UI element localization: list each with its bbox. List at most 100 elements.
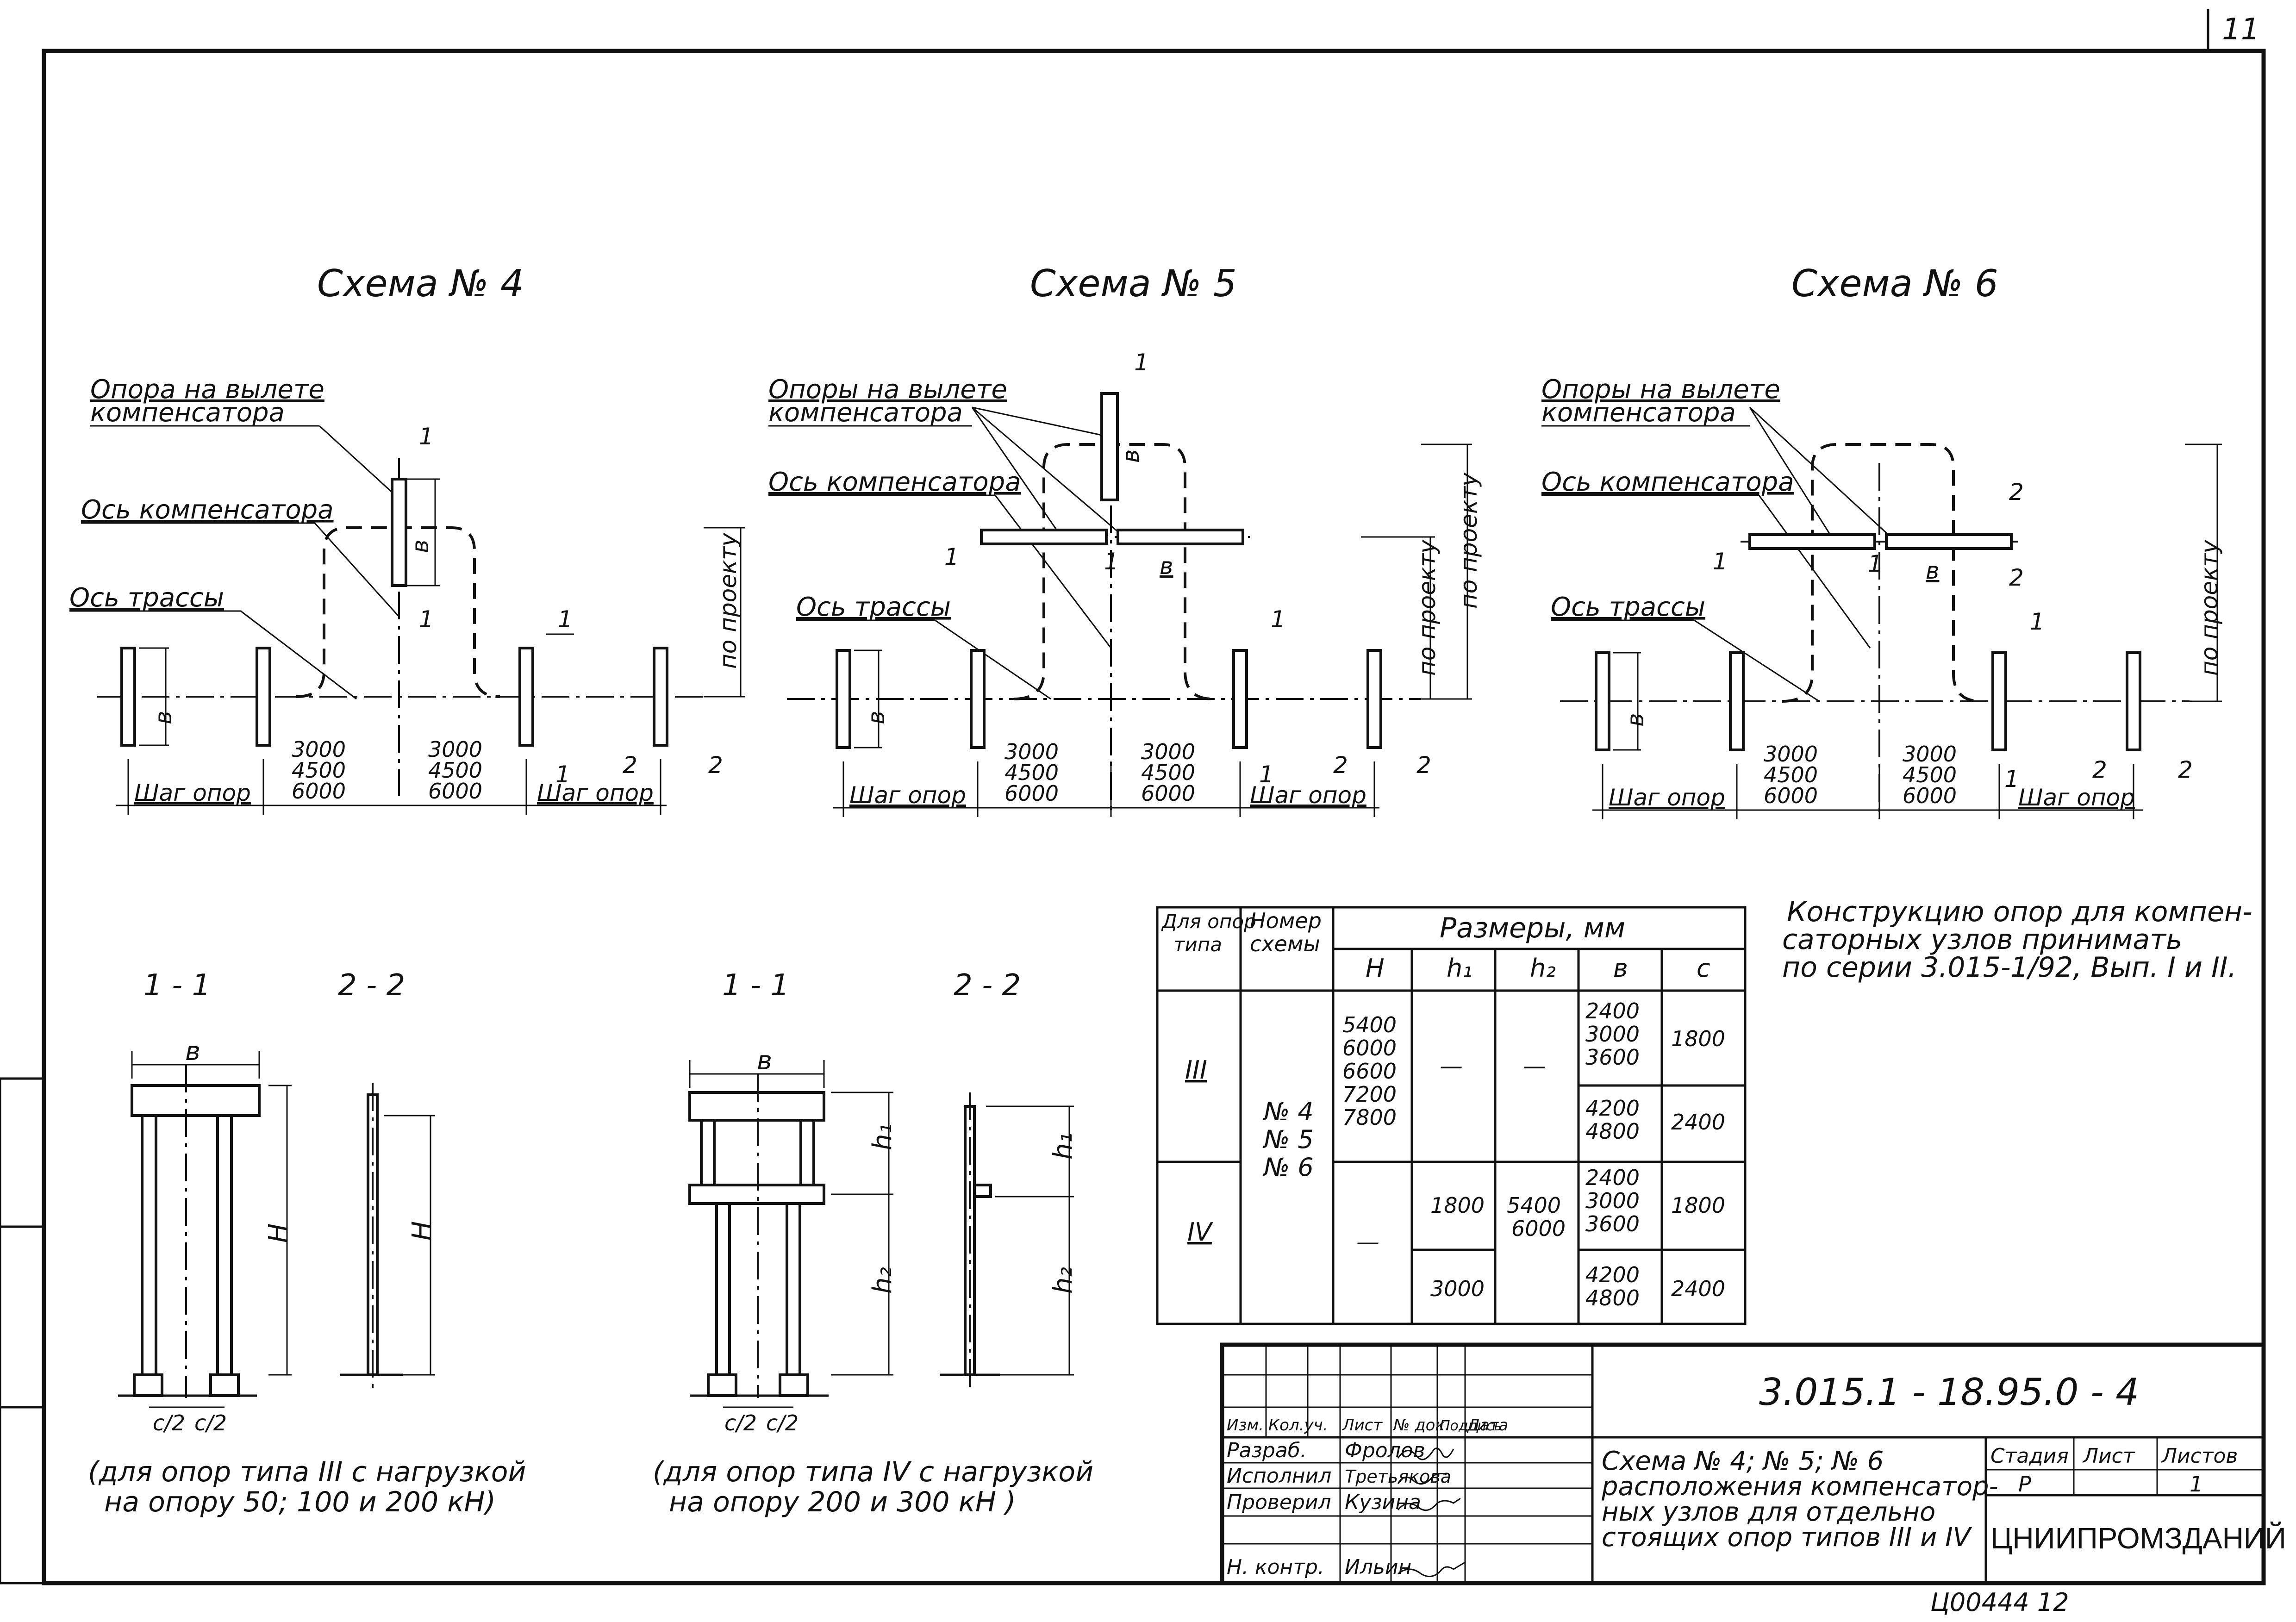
svg-text:3000: 3000	[1141, 739, 1195, 764]
scheme-4-step-right: Шаг опор	[537, 780, 654, 806]
footer-stamp: Ц00444 12	[1930, 1588, 2069, 1617]
svg-text:—: —	[1523, 1053, 1546, 1079]
svg-text:6000: 6000	[428, 779, 482, 804]
svg-text:6000: 6000	[1141, 781, 1195, 806]
svg-text:Размеры, мм: Размеры, мм	[1440, 912, 1625, 944]
svg-text:Конструкцию опор для компен-: Конструкцию опор для компен-	[1787, 896, 2252, 928]
svg-text:1: 1	[1713, 548, 1728, 575]
svg-text:6000: 6000	[1511, 1216, 1566, 1241]
svg-text:№ 6: № 6	[1262, 1153, 1314, 1182]
scheme-4-b-label: в	[407, 540, 434, 553]
svg-text:в: в	[1613, 954, 1628, 983]
svg-text:2 - 2: 2 - 2	[338, 968, 405, 1003]
svg-text:Шаг опор: Шаг опор	[849, 782, 966, 809]
svg-text:Номер: Номер	[1250, 908, 1322, 933]
svg-text:h₁: h₁	[1447, 954, 1472, 983]
svg-text:2: 2	[708, 752, 723, 779]
svg-text:3000: 3000	[1585, 1022, 1640, 1047]
svg-text:Исполнил: Исполнил	[1227, 1464, 1331, 1488]
svg-text:Для опор: Для опор	[1161, 910, 1256, 933]
svg-text:Н: Н	[1366, 954, 1385, 983]
svg-text:Третьякова: Третьякова	[1345, 1466, 1451, 1487]
svg-text:Схема № 4; № 5; № 6: Схема № 4; № 5; № 6	[1602, 1446, 1884, 1476]
svg-text:1: 1	[558, 606, 573, 633]
svg-text:Кузина: Кузина	[1345, 1491, 1421, 1514]
scheme-6-support-label: Опоры на вылете	[1541, 374, 1780, 405]
svg-text:6000: 6000	[1764, 783, 1818, 808]
svg-text:5400: 5400	[1507, 1193, 1561, 1218]
svg-text:1800: 1800	[1671, 1026, 1725, 1051]
svg-text:1: 1	[419, 606, 434, 633]
svg-text:5400: 5400	[1342, 1012, 1397, 1037]
svg-text:Стадия: Стадия	[1990, 1444, 2069, 1468]
svg-text:Лист: Лист	[2082, 1444, 2135, 1468]
svg-text:1 - 1: 1 - 1	[722, 968, 789, 1003]
scheme-6-route-axis-label: Ось трассы	[1551, 592, 1705, 622]
scheme-5-support-label: Опоры на вылете	[768, 374, 1007, 405]
svg-text:1: 1	[1134, 349, 1149, 376]
sections-type-4: 1 - 1 2 - 2 в h₁ h₂ c/2 c/2 h₁ h₂	[653, 968, 1093, 1518]
scheme-4-support-label-2: компенсатора	[90, 398, 285, 428]
svg-text:по проекту: по проекту	[2196, 539, 2223, 676]
svg-text:в: в	[1160, 553, 1173, 580]
svg-text:Лист: Лист	[1341, 1416, 1383, 1435]
svg-text:4800: 4800	[1585, 1285, 1640, 1310]
scheme-5-route-axis-label: Ось трассы	[796, 592, 951, 622]
svg-text:1: 1	[1868, 550, 1883, 577]
svg-text:№ 4: № 4	[1262, 1097, 1314, 1126]
scheme-6-title: Схема № 6	[1791, 262, 1998, 305]
svg-text:1: 1	[1271, 606, 1285, 633]
svg-text:2400: 2400	[1585, 1165, 1640, 1190]
svg-text:4500: 4500	[428, 758, 482, 783]
svg-text:—: —	[1356, 1229, 1379, 1255]
section-4-note-line1: (для опор типа IV с нагрузкой	[653, 1456, 1093, 1488]
svg-text:в: в	[757, 1046, 772, 1076]
svg-text:типа: типа	[1173, 933, 1222, 956]
scheme-6: Схема № 6 Опоры на вылете компенсатора О…	[1541, 262, 2223, 819]
svg-text:3000: 3000	[1430, 1276, 1485, 1301]
svg-text:Н. контр.: Н. контр.	[1227, 1555, 1324, 1579]
svg-text:1: 1	[2030, 608, 2045, 635]
svg-text:6000: 6000	[292, 779, 346, 804]
scheme-4-step-left: Шаг опор	[134, 780, 251, 806]
svg-text:4200: 4200	[1585, 1096, 1640, 1121]
svg-text:2 - 2: 2 - 2	[954, 968, 1021, 1003]
svg-text:Шаг опор: Шаг опор	[2018, 784, 2135, 811]
svg-text:1800: 1800	[1671, 1193, 1725, 1218]
svg-text:h₂: h₂	[867, 1267, 898, 1294]
svg-text:IV: IV	[1187, 1217, 1214, 1247]
svg-text:1: 1	[2190, 1472, 2203, 1497]
svg-text:Листов: Листов	[2161, 1444, 2238, 1468]
svg-text:1: 1	[2004, 766, 2019, 792]
svg-text:h₂: h₂	[1530, 954, 1556, 983]
svg-text:2: 2	[1416, 752, 1431, 779]
svg-text:2: 2	[2178, 756, 2193, 783]
construction-note: Конструкцию опор для компен- саторных уз…	[1782, 896, 2252, 984]
scheme-4-route-axis-label: Ось трассы	[69, 583, 224, 613]
svg-text:3600: 3600	[1585, 1045, 1640, 1070]
scheme-5-title: Схема № 5	[1030, 262, 1237, 305]
sections-type-3: 1 - 1 2 - 2 в Н c/2 c/2 Н (для опор типа…	[88, 968, 526, 1518]
svg-text:4200: 4200	[1585, 1262, 1640, 1287]
scheme-4-title: Схема № 4	[317, 262, 524, 305]
svg-text:Разраб.: Разраб.	[1227, 1439, 1307, 1462]
svg-text:расположения компенсатор-: расположения компенсатор-	[1601, 1472, 1998, 1502]
svg-text:4500: 4500	[1903, 762, 1957, 787]
svg-text:Проверил: Проверил	[1227, 1491, 1331, 1514]
scheme-4-support-label: Опора на вылете	[90, 374, 324, 405]
svg-text:3000: 3000	[1764, 742, 1818, 767]
svg-text:7800: 7800	[1342, 1105, 1397, 1130]
svg-text:по серии 3.015-1/92, Вып. I и: по серии 3.015-1/92, Вып. I и II.	[1782, 951, 2237, 984]
svg-text:в: в	[185, 1036, 200, 1067]
svg-text:1: 1	[555, 761, 570, 788]
svg-text:в: в	[150, 711, 177, 724]
svg-text:—: —	[1440, 1053, 1463, 1079]
svg-text:1800: 1800	[1430, 1193, 1485, 1218]
svg-text:c/2: c/2	[766, 1410, 799, 1435]
svg-text:саторных узлов принимать: саторных узлов принимать	[1782, 923, 2182, 956]
svg-text:2: 2	[2009, 564, 2024, 591]
svg-text:в: в	[1926, 557, 1939, 584]
svg-text:c/2: c/2	[194, 1410, 227, 1435]
svg-text:Шаг опор: Шаг опор	[1250, 782, 1366, 809]
svg-text:c/2: c/2	[724, 1410, 757, 1435]
